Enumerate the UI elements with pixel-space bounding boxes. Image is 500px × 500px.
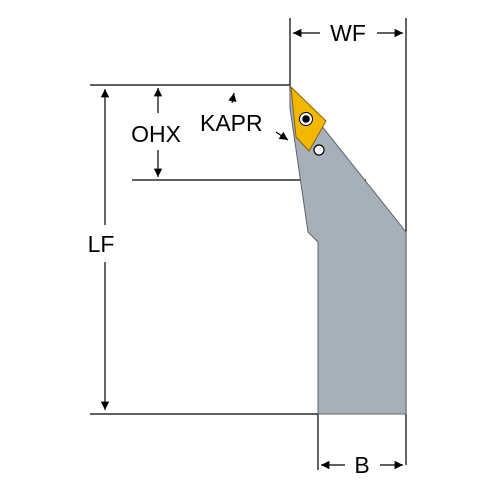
kapr-label: KAPR bbox=[200, 110, 263, 136]
b-label: B bbox=[354, 452, 369, 478]
wf-label: WF bbox=[330, 20, 366, 46]
lf-dimension: LF bbox=[88, 89, 115, 410]
kapr-indicator: KAPR bbox=[200, 92, 289, 141]
wf-dimension: WF bbox=[293, 20, 403, 46]
clamp-hole bbox=[313, 144, 325, 156]
screw-icon bbox=[299, 112, 313, 126]
lf-label: LF bbox=[88, 231, 115, 257]
b-dimension: B bbox=[321, 452, 403, 478]
ohx-dimension: OHX bbox=[131, 88, 181, 177]
tool-holder-body bbox=[289, 84, 407, 415]
ohx-label: OHX bbox=[131, 121, 181, 147]
